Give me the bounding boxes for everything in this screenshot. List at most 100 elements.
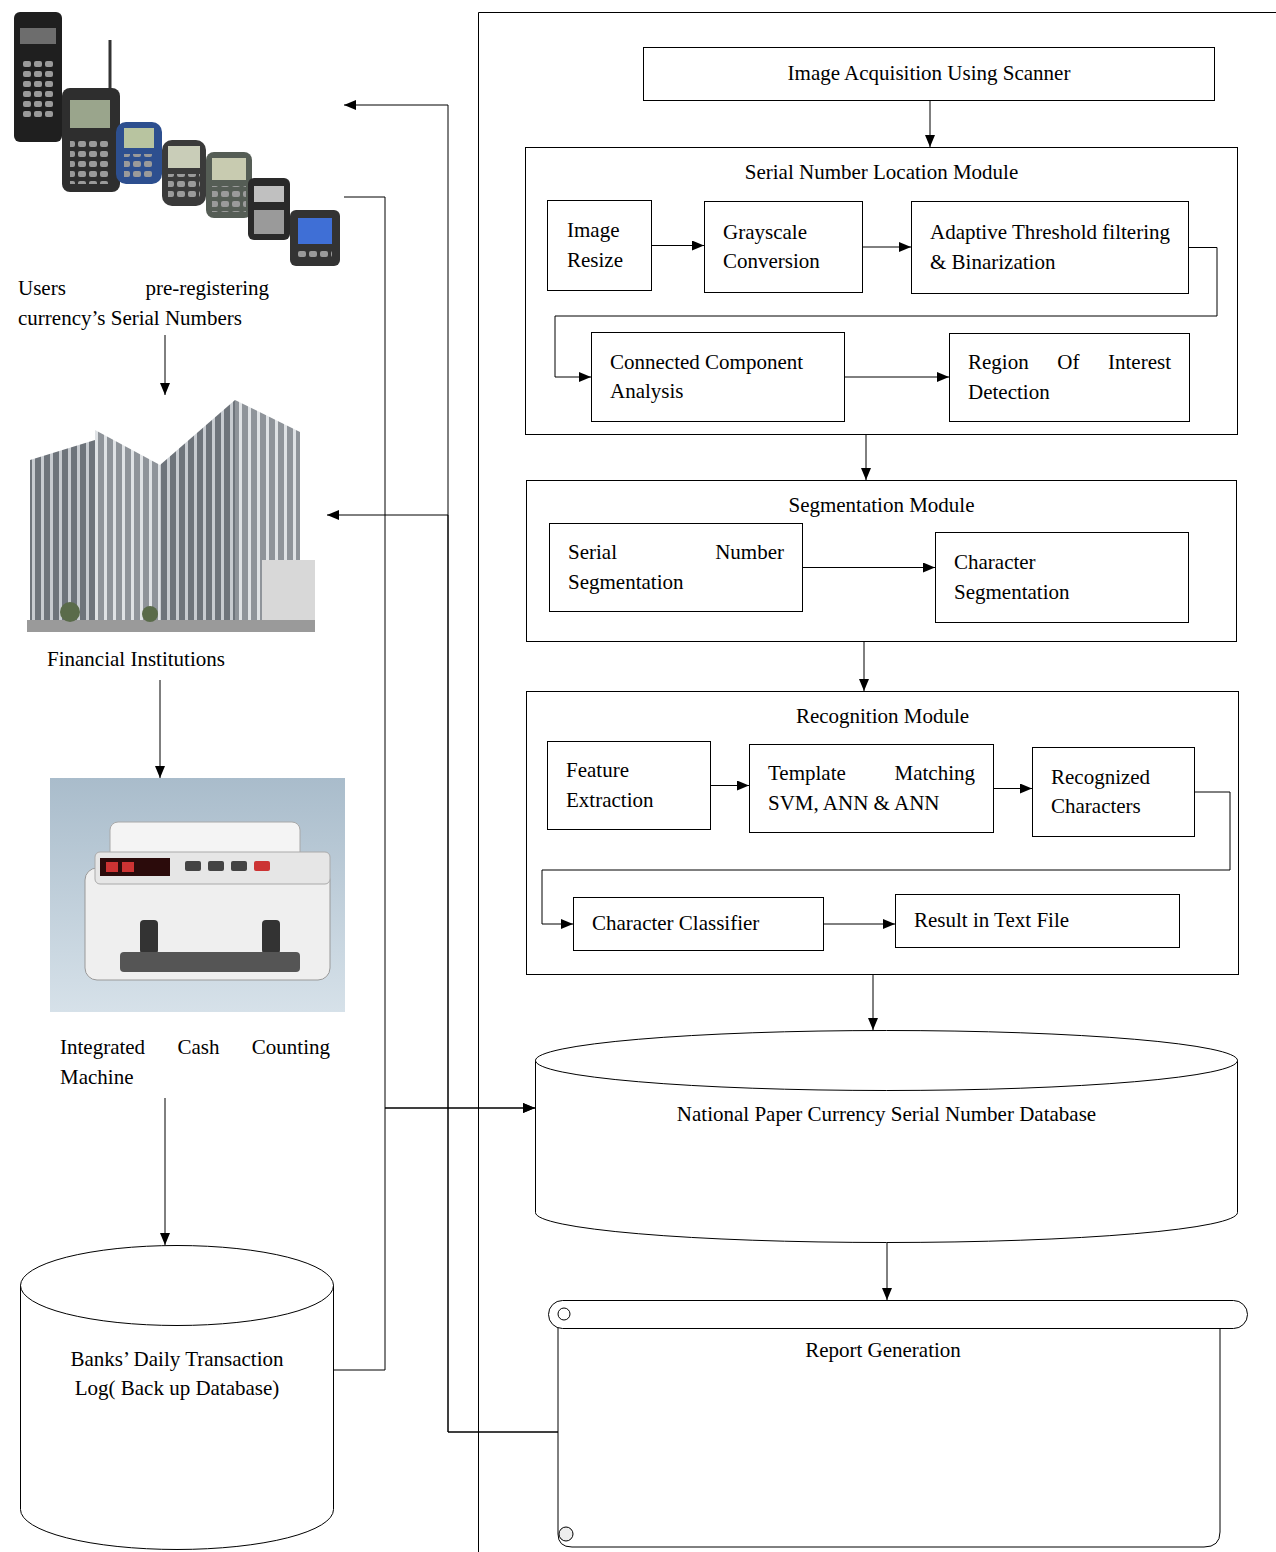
node-label: Banks’ Daily Transaction Log( Back up Da… (55, 1345, 299, 1404)
scroll-curl (558, 1308, 570, 1320)
node-label: Template Matching SVM, ANN & ANN (768, 759, 975, 818)
machine-button (185, 861, 201, 871)
node-label: Character Classifier (592, 909, 805, 938)
node-label: Adaptive Threshold filtering & Binarizat… (930, 218, 1170, 277)
flow-connector (327, 515, 558, 1432)
node-label: Feature Extraction (566, 756, 696, 815)
process-box: Image Resize (547, 200, 652, 291)
machine-roller (140, 920, 158, 954)
machine-display (106, 862, 118, 872)
phone-antenna (109, 40, 112, 92)
module-heading: Segmentation Module (545, 491, 1218, 520)
node-label: National Paper Currency Serial Number Da… (555, 1100, 1218, 1129)
phone-icon (162, 140, 206, 206)
scroll-curl (559, 1527, 573, 1541)
node-label: Financial Institutions (47, 645, 317, 674)
picture-node: Integrated Cash Counting Machine (50, 778, 350, 1098)
phone-icon (14, 12, 62, 142)
process-box: Feature Extraction (547, 741, 711, 830)
module-heading: Serial Number Location Module (544, 158, 1219, 187)
phone-keypad (20, 60, 54, 120)
building-tower (95, 430, 160, 632)
flow-connector (930, 101, 931, 147)
module-heading: Recognition Module (545, 702, 1220, 731)
building-tower (30, 440, 95, 632)
phone-screen (254, 186, 284, 202)
process-box: Character Classifier (573, 897, 824, 951)
phone-keypad (254, 210, 284, 234)
flow-connector (803, 567, 935, 568)
node-label: Result in Text File (914, 906, 1161, 935)
module-container: Serial Number Segmentation Character Segm… (526, 480, 1237, 642)
cylinder-top (21, 1246, 334, 1326)
process-box: Adaptive Threshold filtering & Binarizat… (911, 201, 1189, 294)
machine-slot (120, 952, 300, 972)
phones-illustration (14, 12, 340, 266)
phone-screen (20, 28, 56, 44)
cylinder-top (536, 1031, 1238, 1091)
phone-screen (168, 146, 200, 168)
node-label: Image Acquisition Using Scanner (662, 59, 1196, 88)
building-tower (160, 400, 235, 632)
picture-node: Financial Institutions (27, 395, 327, 680)
phone-icon (248, 178, 290, 240)
flow-connector (866, 435, 867, 480)
process-box: Region Of Interest Detection (949, 333, 1190, 422)
scroll-body (558, 1320, 1220, 1547)
node-label: Character Segmentation (954, 548, 1148, 607)
phone-icon (116, 122, 162, 184)
machine-display (122, 862, 134, 872)
node-label: Report Generation (578, 1336, 1188, 1365)
flow-connector (334, 1108, 535, 1370)
node-label: Users pre-registering currency’s Serial … (18, 274, 269, 333)
machine-button (254, 861, 270, 871)
machine-button (208, 861, 224, 871)
node-label: Region Of Interest Detection (968, 348, 1171, 407)
process-box: Template Matching SVM, ANN & ANN (749, 744, 994, 833)
flow-connector (165, 1098, 166, 1245)
process-box: Image Acquisition Using Scanner (643, 47, 1215, 101)
machine-button (231, 861, 247, 871)
process-box: Character Segmentation (935, 532, 1189, 623)
phone-icon (206, 152, 252, 218)
flow-connector (344, 197, 535, 1108)
flow-connector (845, 377, 949, 378)
node-label: Recognized Characters (1051, 763, 1182, 822)
database-cylinder: National Paper Currency Serial Number Da… (535, 1030, 1238, 1243)
module-container: Image Resize Grayscale Conversion Adaptive… (525, 147, 1238, 435)
database-cylinder: Banks’ Daily Transaction Log( Back up Da… (20, 1245, 334, 1550)
phone-keypad (298, 248, 332, 260)
node-label: Grayscale Conversion (723, 218, 850, 277)
machine-display (100, 858, 170, 876)
flow-connector (994, 788, 1032, 789)
phone-keypad (168, 174, 200, 200)
process-box: Connected Component Analysis (591, 332, 845, 422)
process-box: Result in Text File (895, 894, 1180, 948)
system-boundary (479, 13, 1276, 1552)
phone-icon (290, 210, 340, 266)
phone-keypad (70, 140, 110, 184)
machine-panel (95, 852, 330, 884)
flow-connector (711, 785, 749, 786)
cash-machine-illustration (50, 778, 345, 1012)
phone-keypad (124, 154, 154, 178)
phone-screen (124, 128, 154, 148)
building-illustration (27, 400, 315, 632)
phone-screen (212, 158, 246, 180)
flow-connector (863, 247, 911, 248)
phone-keypad (212, 186, 246, 212)
node-label: Image Resize (567, 216, 639, 275)
tree (60, 602, 80, 622)
process-box: Serial Number Segmentation (549, 523, 803, 612)
node-label: Connected Component Analysis (610, 348, 826, 407)
phone-screen (70, 100, 110, 128)
photo-ground (50, 778, 345, 1012)
flow-connector (652, 245, 704, 246)
process-box: Grayscale Conversion (704, 201, 863, 293)
machine-body (85, 868, 330, 980)
flow-connector (165, 335, 166, 395)
flow-connector (160, 680, 161, 778)
phone-screen (298, 218, 332, 244)
module-container: Feature Extraction Template Matching SVM,… (526, 691, 1239, 975)
scroll-outline (548, 1300, 1248, 1548)
